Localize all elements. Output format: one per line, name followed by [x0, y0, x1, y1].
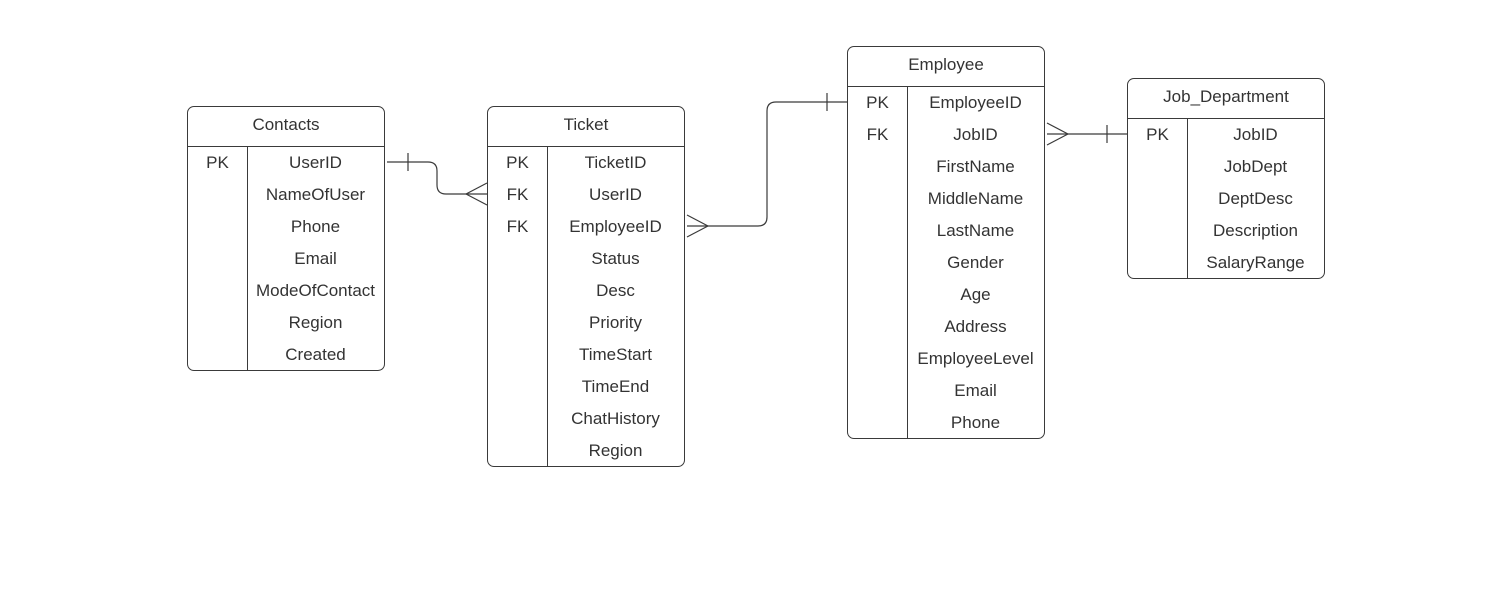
- attribute-name: Region: [588, 441, 643, 460]
- attribute-row[interactable]: Address: [848, 311, 1044, 343]
- attribute-name: ChatHistory: [571, 409, 660, 428]
- attribute-row[interactable]: Phone: [188, 211, 384, 243]
- entity-title: Job_Department: [1128, 79, 1324, 119]
- attribute-row[interactable]: FK UserID: [488, 179, 684, 211]
- attribute-row[interactable]: Priority: [488, 307, 684, 339]
- attribute-name: Priority: [589, 313, 642, 332]
- attribute-name: Region: [288, 313, 343, 332]
- attribute-name: Age: [960, 285, 991, 304]
- attribute-row[interactable]: Age: [848, 279, 1044, 311]
- attribute-name: Created: [285, 345, 346, 364]
- attribute-row[interactable]: Email: [848, 375, 1044, 407]
- attribute-row[interactable]: SalaryRange: [1128, 247, 1324, 278]
- key-type: FK: [866, 125, 889, 144]
- relationship-employee-jobdept: [1046, 122, 1127, 146]
- attribute-name: Status: [591, 249, 640, 268]
- many-marker: [686, 214, 709, 238]
- attribute-name: Description: [1212, 221, 1299, 240]
- attribute-name: FirstName: [936, 157, 1015, 176]
- attribute-name: JobDept: [1223, 157, 1288, 176]
- attribute-row[interactable]: Status: [488, 243, 684, 275]
- attribute-row[interactable]: TimeStart: [488, 339, 684, 371]
- attribute-name: Gender: [947, 253, 1004, 272]
- relationship-contacts-ticket: [387, 153, 488, 206]
- attribute-row[interactable]: PK EmployeeID: [848, 87, 1044, 119]
- attribute-row[interactable]: Gender: [848, 247, 1044, 279]
- attribute-name: UserID: [289, 153, 342, 172]
- attribute-row[interactable]: MiddleName: [848, 183, 1044, 215]
- attribute-row[interactable]: Desc: [488, 275, 684, 307]
- key-type: PK: [1146, 125, 1169, 144]
- many-marker: [465, 182, 488, 206]
- attribute-name: Desc: [596, 281, 635, 300]
- attribute-name: MiddleName: [927, 189, 1024, 208]
- attribute-row[interactable]: Phone: [848, 407, 1044, 438]
- attribute-name: DeptDesc: [1218, 189, 1293, 208]
- attribute-name: SalaryRange: [1206, 253, 1305, 272]
- attribute-row[interactable]: Region: [188, 307, 384, 339]
- attribute-row[interactable]: PK JobID: [1128, 119, 1324, 151]
- entity-title: Employee: [848, 47, 1044, 87]
- entity-title: Ticket: [488, 107, 684, 147]
- entity-title: Contacts: [188, 107, 384, 147]
- attribute-row[interactable]: NameOfUser: [188, 179, 384, 211]
- key-type: PK: [206, 153, 229, 172]
- attribute-name: ModeOfContact: [255, 281, 376, 300]
- attribute-name: Address: [944, 317, 1007, 336]
- attribute-row[interactable]: ModeOfContact: [188, 275, 384, 307]
- attribute-row[interactable]: JobDept: [1128, 151, 1324, 183]
- attribute-row[interactable]: LastName: [848, 215, 1044, 247]
- attribute-row[interactable]: Region: [488, 435, 684, 466]
- attribute-name: Email: [954, 381, 997, 400]
- relationship-ticket-employee: [686, 93, 847, 238]
- many-marker: [1046, 122, 1069, 146]
- key-type: FK: [506, 217, 529, 236]
- attribute-name: TimeStart: [578, 345, 653, 364]
- attribute-name: Phone: [950, 413, 1001, 432]
- attribute-row[interactable]: FK JobID: [848, 119, 1044, 151]
- attribute-name: NameOfUser: [265, 185, 366, 204]
- attribute-row[interactable]: Created: [188, 339, 384, 370]
- attribute-name: TimeEnd: [581, 377, 650, 396]
- attribute-name: UserID: [589, 185, 642, 204]
- attribute-row[interactable]: PK TicketID: [488, 147, 684, 179]
- attribute-name: Phone: [290, 217, 341, 236]
- attribute-row[interactable]: FirstName: [848, 151, 1044, 183]
- attribute-row[interactable]: TimeEnd: [488, 371, 684, 403]
- attribute-name: EmployeeID: [569, 217, 662, 236]
- key-type: PK: [866, 93, 889, 112]
- entity-ticket[interactable]: Ticket PK TicketID FK UserID FK EmployeeID Sta…: [487, 106, 685, 467]
- attribute-row[interactable]: DeptDesc: [1128, 183, 1324, 215]
- attribute-row[interactable]: ChatHistory: [488, 403, 684, 435]
- attribute-row[interactable]: PK UserID: [188, 147, 384, 179]
- key-type: PK: [506, 153, 529, 172]
- attribute-row[interactable]: Description: [1128, 215, 1324, 247]
- attribute-name: JobID: [1233, 125, 1278, 144]
- attribute-name: EmployeeID: [929, 93, 1022, 112]
- attribute-name: TicketID: [584, 153, 647, 172]
- key-type: FK: [506, 185, 529, 204]
- attribute-name: EmployeeLevel: [917, 349, 1034, 368]
- attribute-name: Email: [294, 249, 337, 268]
- attribute-row[interactable]: Email: [188, 243, 384, 275]
- attribute-name: LastName: [936, 221, 1015, 240]
- attribute-row[interactable]: FK EmployeeID: [488, 211, 684, 243]
- attribute-name: JobID: [953, 125, 998, 144]
- attribute-row[interactable]: EmployeeLevel: [848, 343, 1044, 375]
